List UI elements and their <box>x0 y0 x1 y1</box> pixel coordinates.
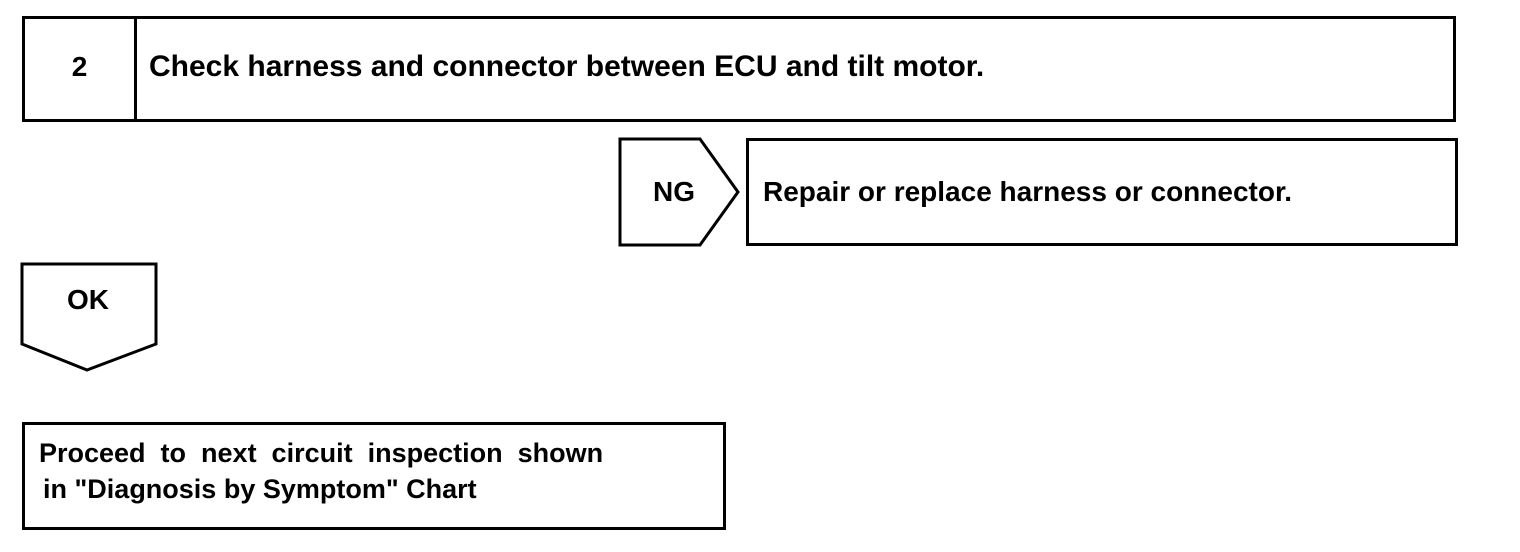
ok-result-line-2: in "Diagnosis by Symptom" Chart <box>43 474 477 504</box>
ng-result-box: Repair or replace harness or connector. <box>746 138 1458 246</box>
ok-label: OK <box>67 284 109 315</box>
step-box: 2 Check harness and connector between EC… <box>22 16 1456 122</box>
ng-label: NG <box>653 176 695 207</box>
step-title: Check harness and connector between ECU … <box>149 50 985 83</box>
ok-arrow-shape <box>20 262 158 372</box>
step-number: 2 <box>25 19 137 119</box>
ng-result-text: Repair or replace harness or connector. <box>763 176 1293 207</box>
ng-arrow: NG <box>618 137 742 247</box>
ok-result-line-1: Proceed to next circuit inspection shown <box>39 438 604 468</box>
ng-arrow-shape <box>618 137 740 247</box>
ok-result-box: Proceed to next circuit inspection shown… <box>22 422 726 530</box>
ok-arrow: OK <box>20 262 160 374</box>
